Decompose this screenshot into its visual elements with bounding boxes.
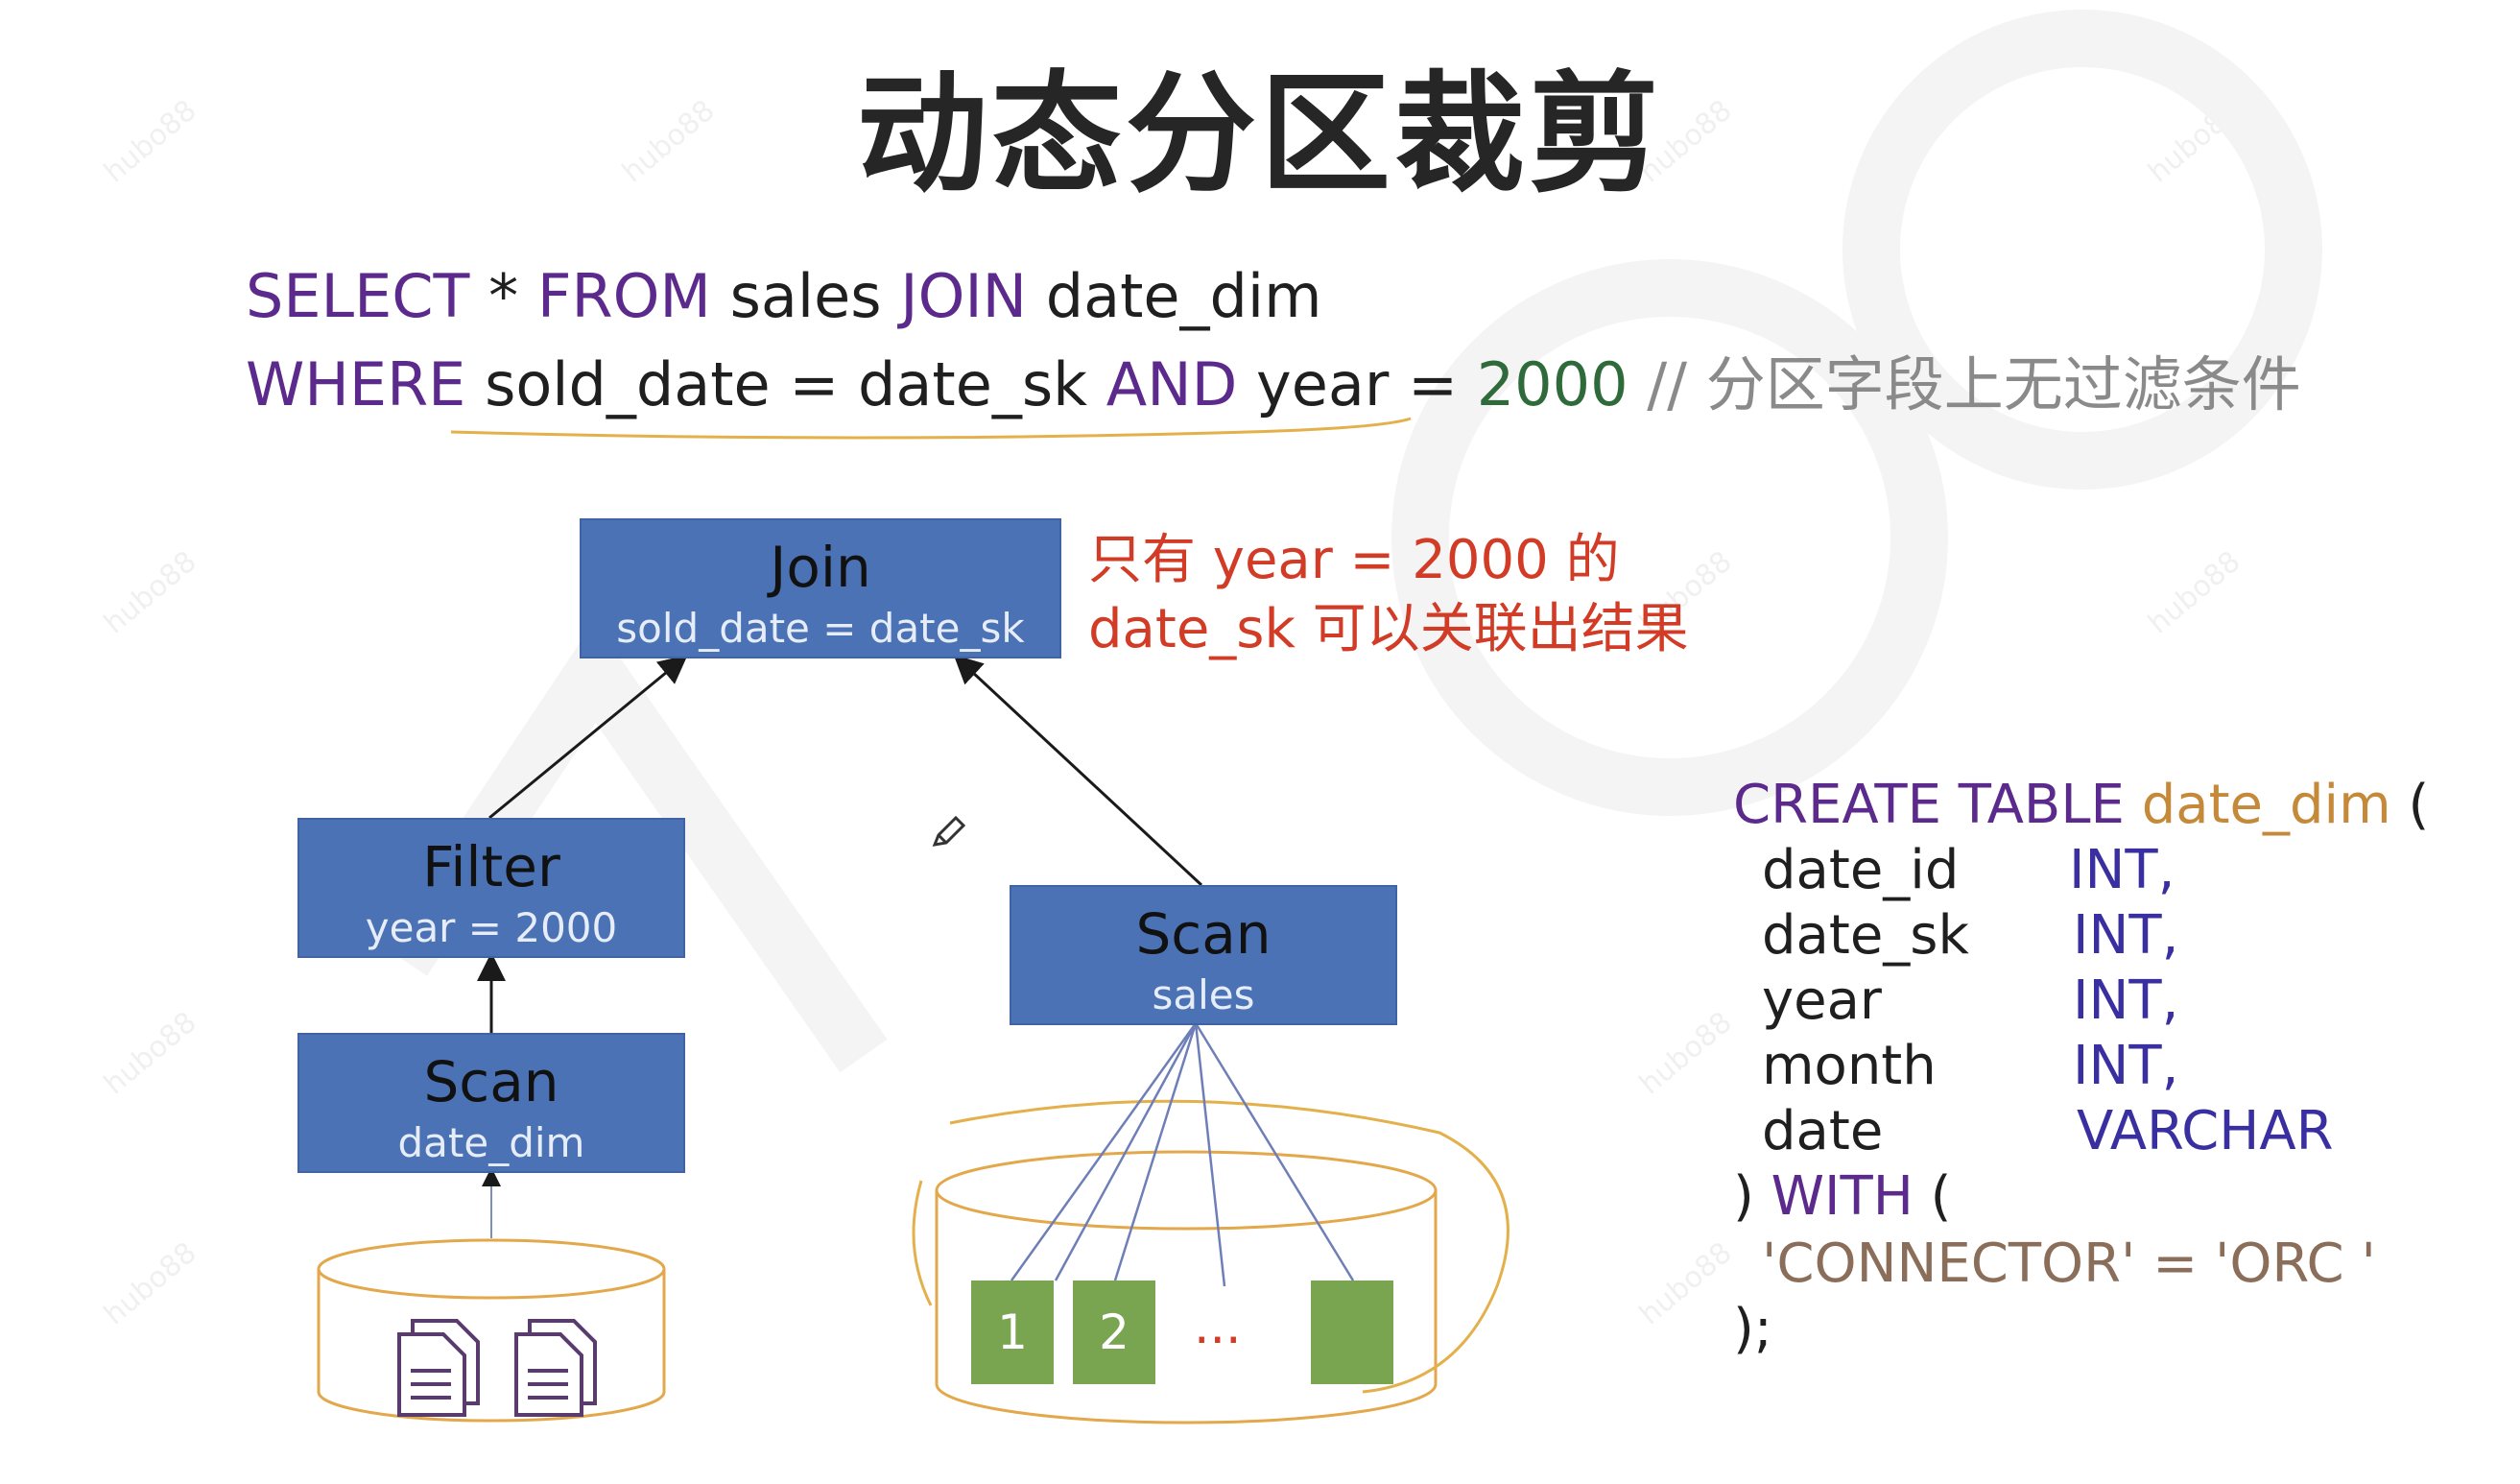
scan-sales-node: Scan sales	[1010, 885, 1397, 1025]
ddl-text: (	[1913, 1165, 1952, 1228]
node-condition: sold_date = date_sk	[616, 605, 1025, 652]
partition-fan	[1010, 1022, 1355, 1287]
node-title: Join	[770, 535, 871, 600]
ddl-column-name: date_id	[1762, 839, 1960, 901]
ddl-keyword: WITH	[1771, 1165, 1914, 1228]
annotation-line: 只有 year = 2000 的	[1088, 529, 1620, 591]
annotation-line: date_sk 可以关联出结果	[1088, 598, 1689, 660]
node-title: Scan	[423, 1049, 559, 1114]
sql-text: date_dim	[1027, 261, 1322, 331]
scan-date-dim-node: Scan date_dim	[297, 1033, 685, 1173]
ddl-close: );	[1733, 1298, 1772, 1360]
sql-number: 2000	[1476, 349, 1628, 419]
edge-scansales-join	[953, 654, 1203, 887]
ddl-column-type: VARCHAR	[2077, 1100, 2334, 1162]
sql-text: year =	[1237, 349, 1477, 419]
ddl-property: 'CONNECTOR' = 'ORC '	[1762, 1233, 2376, 1295]
page-title: 动态分区裁剪	[857, 60, 1663, 211]
join-node: Join sold_date = date_sk	[580, 518, 1061, 658]
sql-line-2: WHERE sold_date = date_sk AND year = 200…	[246, 336, 2301, 422]
partition-n	[1311, 1281, 1393, 1384]
ddl-column-name: year	[1762, 969, 1882, 1032]
ddl-table-name: date_dim	[2141, 774, 2391, 836]
sketch-loop	[912, 1099, 1510, 1394]
ddl-text: )	[1733, 1165, 1771, 1228]
partition-1: 1	[971, 1281, 1054, 1384]
sql-keyword: SELECT	[246, 261, 470, 331]
filter-node: Filter year = 2000	[297, 818, 685, 958]
node-title: Filter	[422, 834, 560, 899]
edge-filter-join	[488, 655, 688, 820]
node-title: Scan	[1135, 901, 1272, 967]
cylinder-date-dim	[317, 1238, 666, 1423]
pencil-icon	[932, 815, 966, 847]
sketch-underline	[450, 417, 1412, 440]
sql-comment: // 分区字段上无过滤条件	[1628, 349, 2301, 419]
sql-keyword: JOIN	[900, 261, 1028, 331]
sql-keyword: WHERE	[246, 349, 466, 419]
ddl-text: (	[2390, 774, 2430, 836]
ddl-keyword: CREATE TABLE	[1733, 774, 2125, 836]
join-annotation: 只有 year = 2000 的 date_sk 可以关联出结果	[1088, 526, 1689, 664]
sql-text: sales	[710, 261, 901, 331]
node-condition: year = 2000	[365, 904, 618, 951]
sql-text: *	[469, 261, 537, 331]
sql-line-1: SELECT * FROM sales JOIN date_dim	[246, 261, 1322, 331]
ddl-column-name: date_sk	[1762, 904, 1969, 967]
sql-text: sold_date = date_sk	[465, 349, 1106, 419]
partition-2: 2	[1073, 1281, 1155, 1384]
ddl-column-type: INT,	[2073, 904, 2179, 967]
ddl-column-name: month	[1762, 1035, 1937, 1097]
sql-keyword: FROM	[536, 261, 711, 331]
cylinder-sales	[935, 1150, 1438, 1424]
ddl-column-name: date	[1762, 1100, 1884, 1162]
node-table: sales	[1152, 971, 1255, 1018]
ddl-column-type: INT,	[2073, 969, 2179, 1032]
ddl-column-type: INT,	[2069, 839, 2175, 901]
sql-keyword: AND	[1105, 349, 1238, 419]
document-icon	[397, 1319, 597, 1417]
ddl-with-line: ) WITH (	[1733, 1165, 1952, 1228]
node-table: date_dim	[397, 1119, 585, 1166]
ddl-header: CREATE TABLE date_dim (	[1733, 774, 2429, 836]
partition-ellipsis: ...	[1194, 1298, 1242, 1355]
ddl-column-type: INT,	[2073, 1035, 2179, 1097]
